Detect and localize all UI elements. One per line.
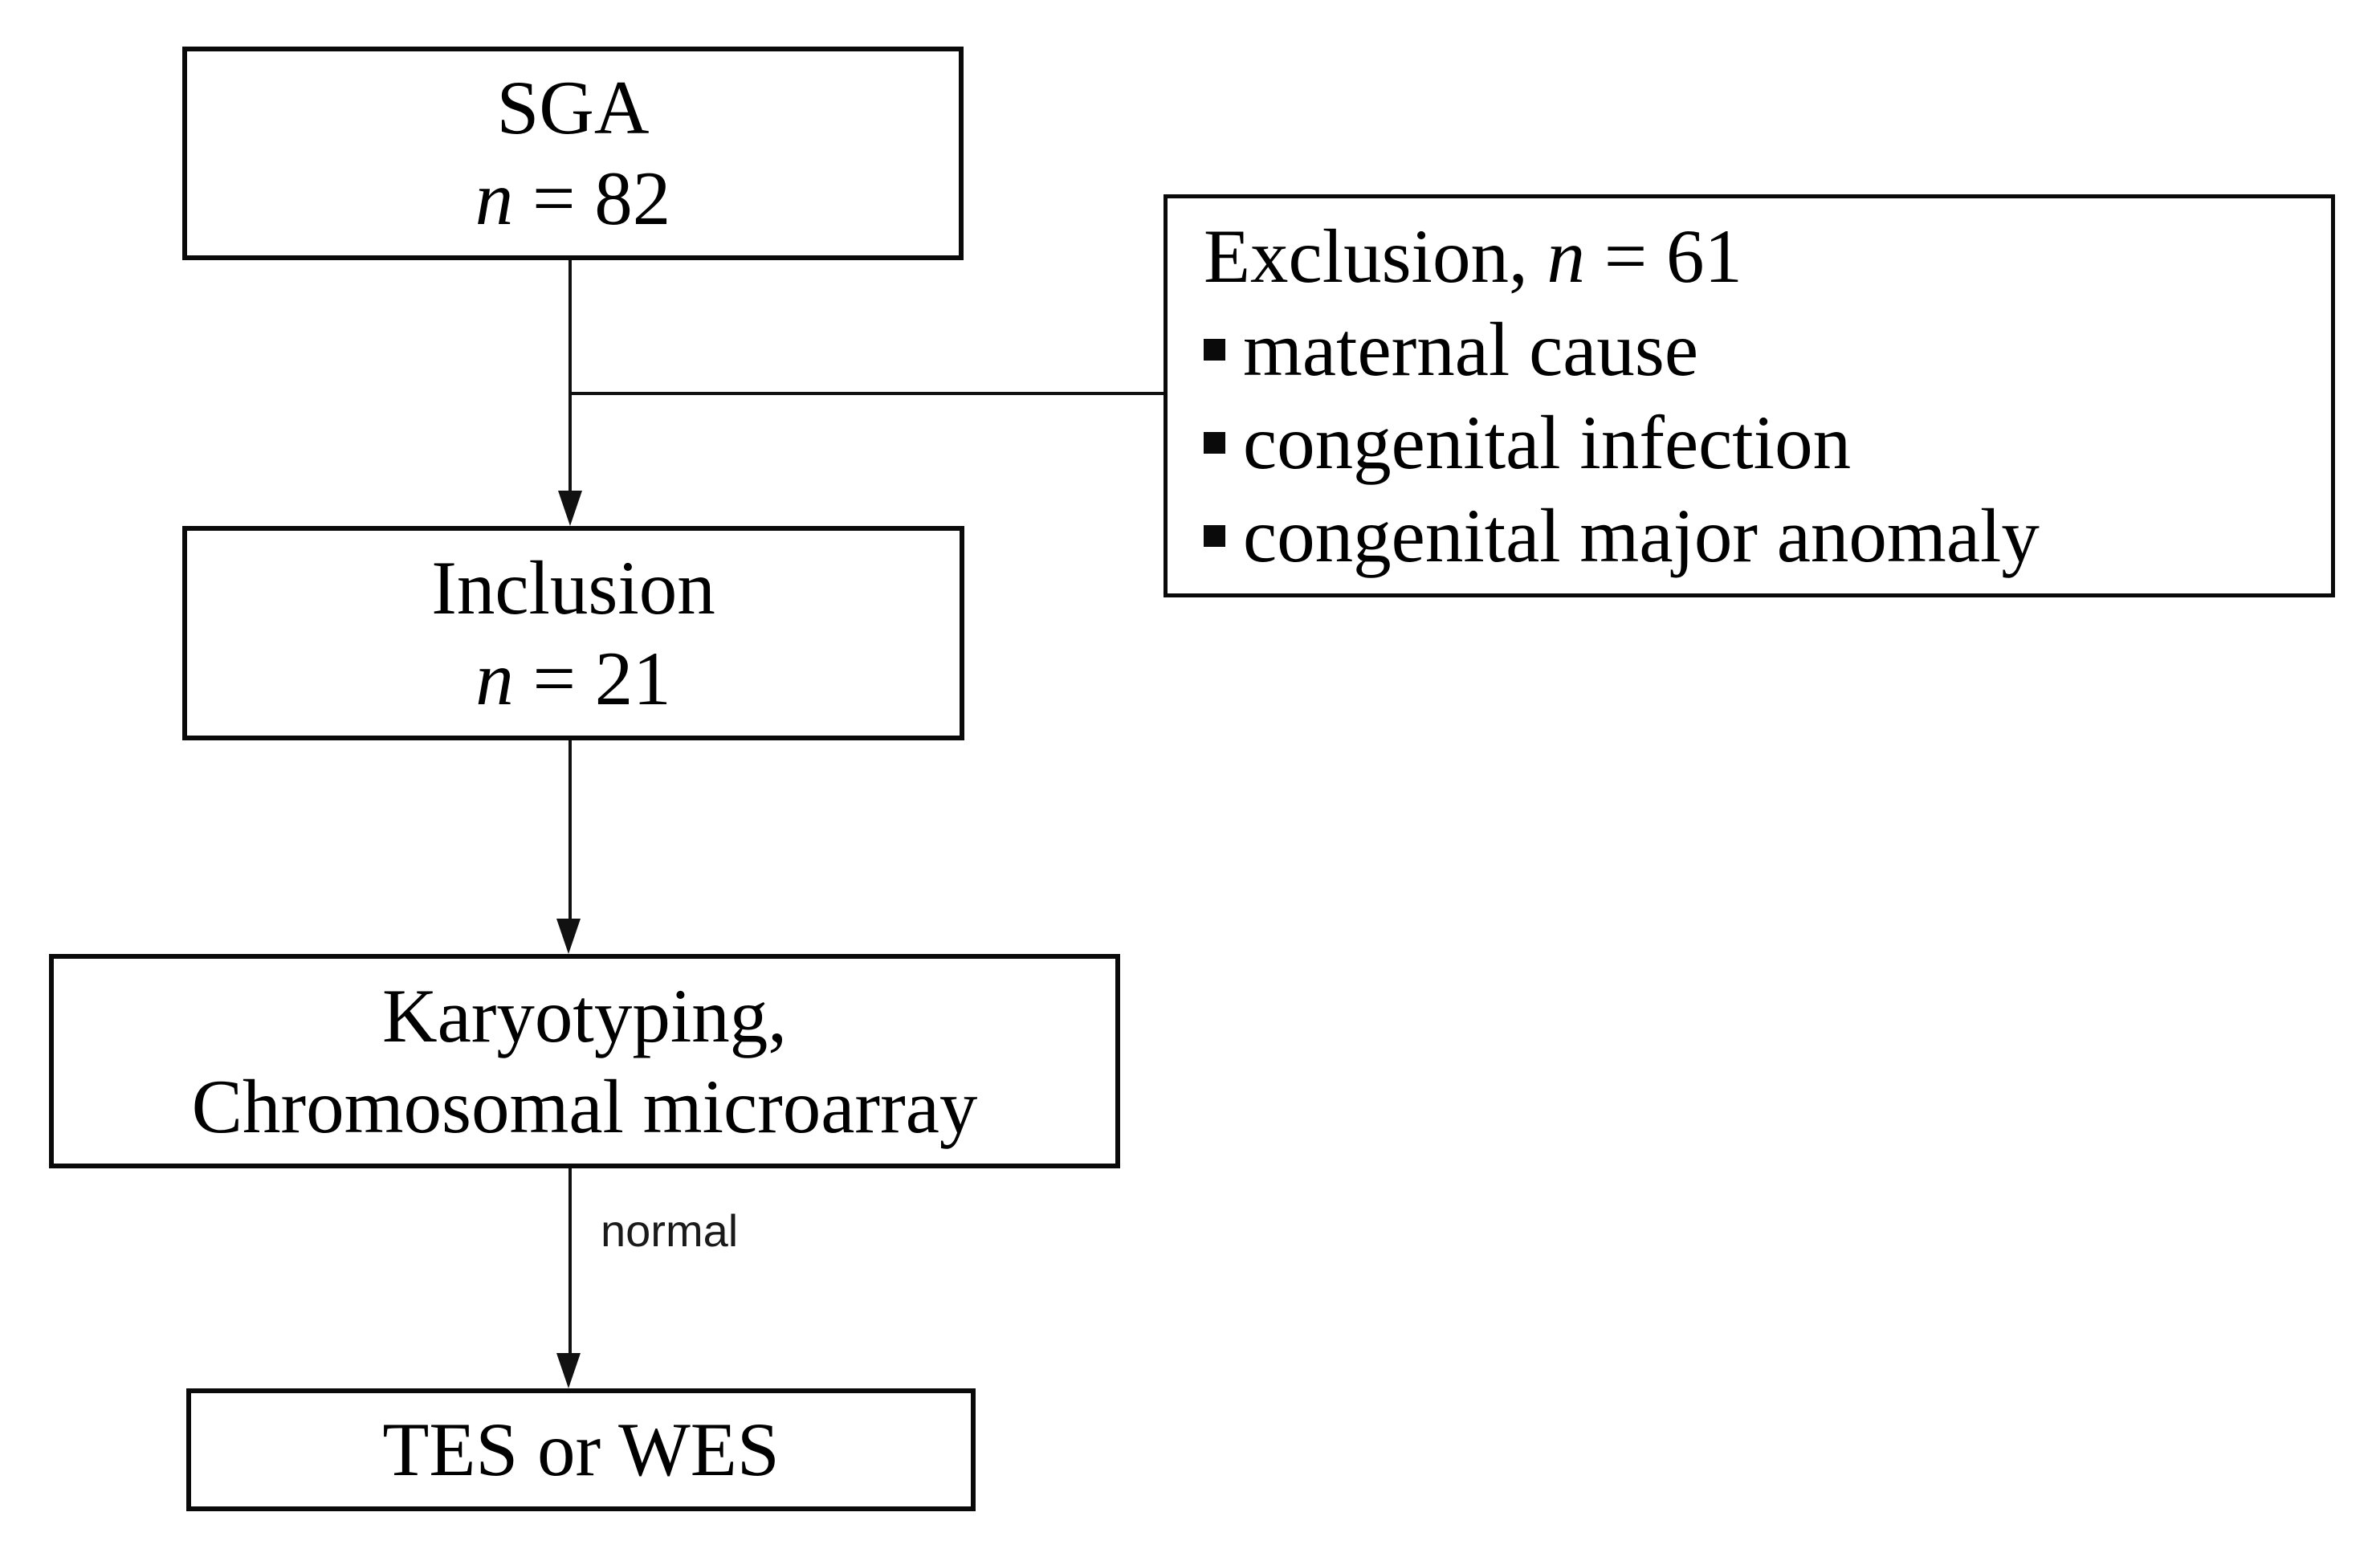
node-karyotyping-line2: Chromosomal microarray (191, 1063, 978, 1149)
connector-inclusion-to-karyotyping (569, 740, 572, 919)
n-symbol: n (475, 156, 514, 241)
n-value: = 61 (1584, 214, 1743, 299)
node-inclusion: Inclusion n = 21 (182, 526, 964, 740)
node-tes-wes-title: TES or WES (382, 1407, 780, 1492)
bullet-square-icon (1204, 338, 1225, 361)
exclusion-list-item: congenital major anomaly (1204, 489, 2040, 582)
n-value: = 21 (513, 635, 671, 721)
node-sga-count: n = 82 (475, 153, 671, 244)
connector-sga-to-inclusion (569, 260, 572, 491)
n-symbol: n (1547, 214, 1585, 299)
node-inclusion-title: Inclusion (431, 544, 715, 630)
connector-karyotyping-to-tes (569, 1168, 572, 1353)
connector-to-exclusion (569, 392, 1164, 395)
node-karyotyping-line1: Karyotyping, (382, 972, 787, 1058)
arrowhead-karyotyping-icon (556, 919, 581, 954)
edge-label-normal: normal (601, 1205, 739, 1256)
exclusion-list-item: congenital infection (1204, 396, 1851, 489)
n-value: = 82 (513, 156, 671, 241)
node-karyotyping: Karyotyping, Chromosomal microarray (49, 954, 1120, 1168)
node-tes-wes: TES or WES (186, 1388, 976, 1511)
exclusion-list-item: maternal cause (1204, 303, 1698, 396)
bullet-square-icon (1204, 431, 1225, 454)
node-sga-title: SGA (496, 65, 650, 150)
arrowhead-tes-icon (556, 1353, 581, 1388)
node-exclusion-title: Exclusion, n = 61 (1204, 210, 1742, 303)
node-sga: SGA n = 82 (182, 47, 964, 260)
bullet-square-icon (1204, 524, 1225, 547)
n-symbol: n (475, 635, 514, 721)
node-exclusion: Exclusion, n = 61 maternal cause congeni… (1164, 194, 2335, 597)
arrowhead-inclusion-icon (558, 491, 582, 526)
node-inclusion-count: n = 21 (475, 634, 671, 724)
